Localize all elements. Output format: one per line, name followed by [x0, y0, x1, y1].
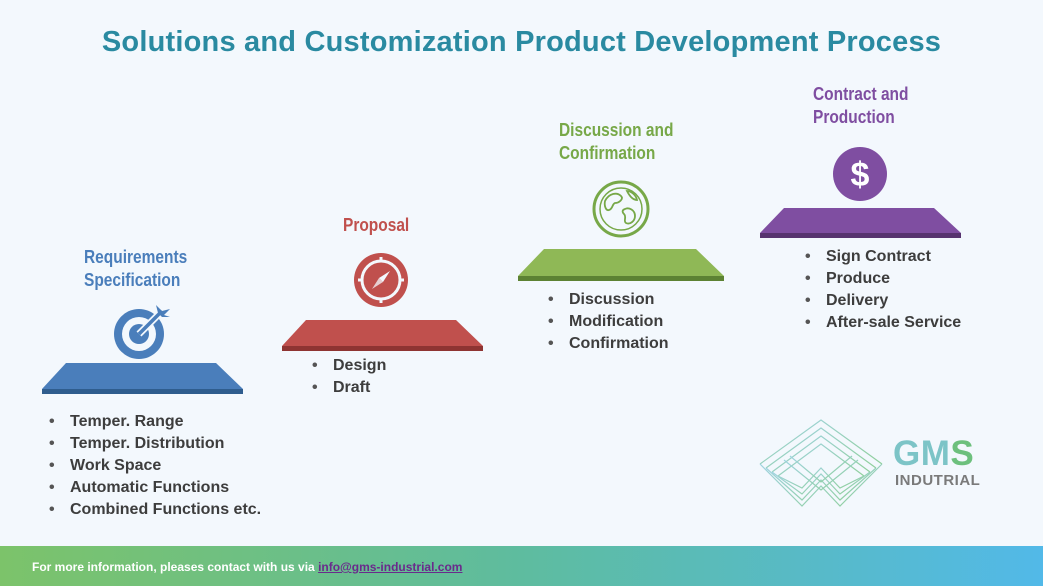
bullet-list-discussion: Discussion Modification Confirmation: [543, 289, 669, 355]
page-title: Solutions and Customization Product Deve…: [101, 26, 942, 58]
list-item: Combined Functions etc.: [44, 499, 261, 521]
compass-icon: [354, 253, 408, 307]
list-item: Sign Contract: [800, 246, 961, 268]
brand-name: GMS: [893, 434, 974, 474]
step-title-line: Discussion and: [559, 120, 674, 140]
globe-icon: [592, 180, 650, 238]
bullet-list-requirements: Temper. Range Temper. Distribution Work …: [44, 411, 261, 521]
list-item: Design: [307, 355, 386, 377]
step-title-line: Requirements: [84, 247, 188, 267]
step-title-line: Production: [813, 107, 895, 127]
list-item: Temper. Distribution: [44, 433, 261, 455]
footer-message: For more information, pleases contact wi…: [32, 560, 319, 574]
platform-proposal: [282, 320, 483, 351]
step-title-proposal: Proposal: [343, 214, 409, 237]
footer-bar: For more information, pleases contact wi…: [0, 546, 1043, 586]
platform-contract: [760, 208, 961, 238]
footer-text: For more information, pleases contact wi…: [32, 560, 462, 574]
list-item: Confirmation: [543, 333, 669, 355]
list-item: Temper. Range: [44, 411, 261, 433]
target-icon: [114, 305, 170, 359]
list-item: After-sale Service: [800, 312, 961, 334]
step-title-line: Confirmation: [559, 143, 656, 163]
step-title-line: Contract and: [813, 84, 909, 104]
step-title-discussion: Discussion and Confirmation: [559, 119, 673, 165]
brand-subtitle: INDUTRIAL: [895, 472, 981, 489]
step-title-contract: Contract and Production: [813, 83, 908, 129]
platform-discussion: [518, 249, 724, 281]
list-item: Draft: [307, 377, 386, 399]
list-item: Automatic Functions: [44, 477, 261, 499]
platform-requirements: [42, 363, 243, 394]
step-title-requirements: Requirements Specification: [84, 246, 187, 292]
list-item: Produce: [800, 268, 961, 290]
brand-name-part: GM: [893, 434, 951, 473]
list-item: Modification: [543, 311, 669, 333]
bullet-list-contract: Sign Contract Produce Delivery After-sal…: [800, 246, 961, 334]
gms-logo-icon: [759, 419, 883, 507]
list-item: Discussion: [543, 289, 669, 311]
brand-name-part: S: [950, 434, 975, 473]
list-item: Delivery: [800, 290, 961, 312]
list-item: Work Space: [44, 455, 261, 477]
step-title-line: Proposal: [343, 215, 410, 235]
dollar-icon: $: [833, 147, 887, 201]
bullet-list-proposal: Design Draft: [307, 355, 386, 399]
svg-text:$: $: [851, 156, 870, 194]
footer-email-link[interactable]: info@gms-industrial.com: [318, 560, 463, 574]
step-title-line: Specification: [84, 270, 181, 290]
